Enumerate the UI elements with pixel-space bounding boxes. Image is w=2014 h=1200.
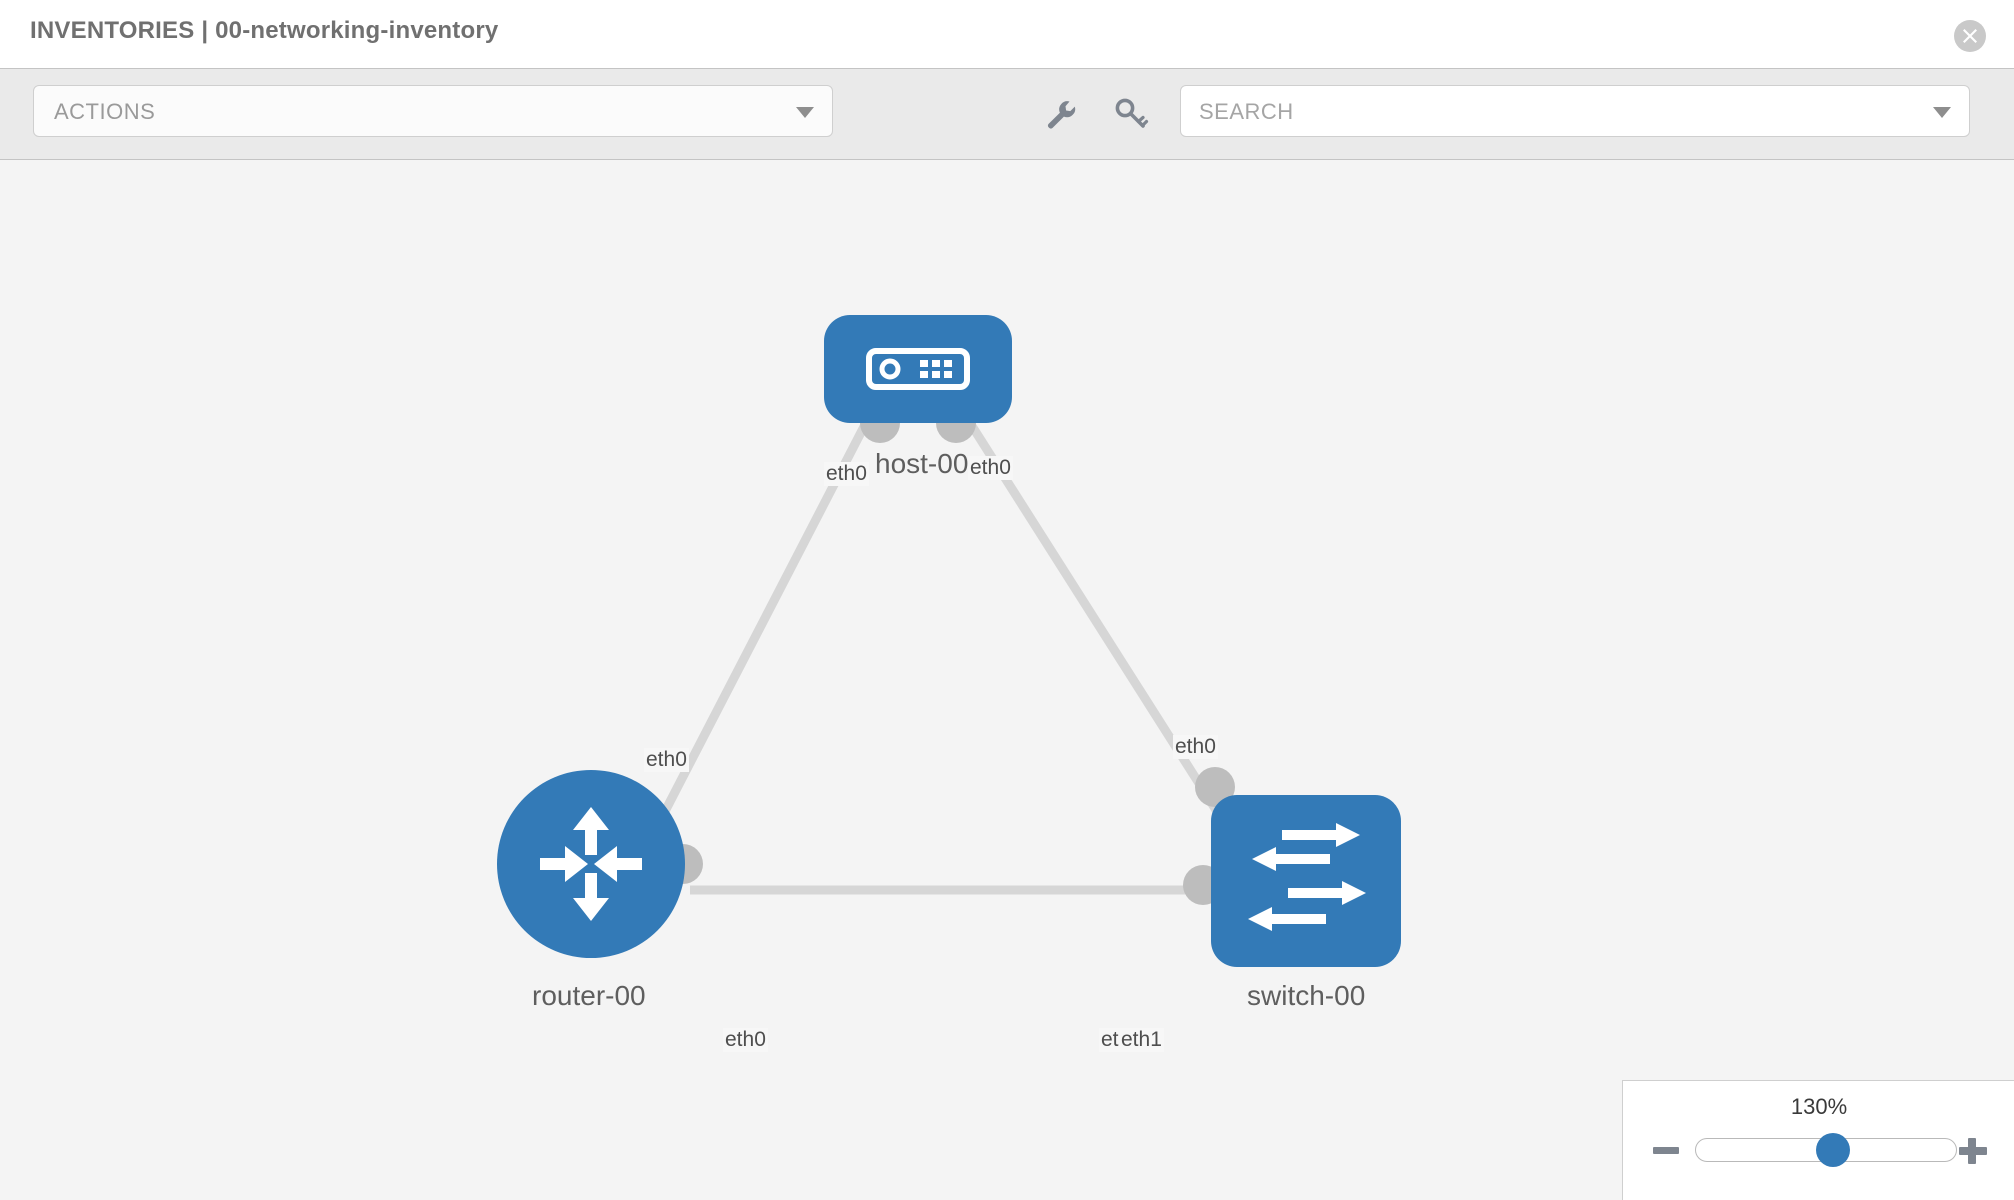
node-host-00[interactable]: [824, 315, 1012, 443]
chevron-down-icon: [796, 107, 814, 118]
node-switch-00-shape: [1211, 795, 1401, 967]
topology-links: [641, 412, 1239, 895]
key-icon[interactable]: [1110, 93, 1150, 133]
node-switch-00-label: switch-00: [1244, 980, 1369, 1012]
page-title: INVENTORIES | 00-networking-inventory: [30, 17, 499, 44]
iface-label-switch-00-top: eth0: [1173, 735, 1218, 759]
zoom-in-button[interactable]: [1958, 1135, 1988, 1165]
close-icon[interactable]: [1954, 20, 1986, 52]
zoom-control-panel: 130%: [1622, 1080, 2014, 1200]
node-host-00-label: host-00: [872, 448, 972, 480]
iface-label-router-00-right: eth0: [723, 1028, 768, 1052]
iface-label-host-00-left: eth0: [824, 462, 869, 486]
zoom-level-value: 130%: [1790, 1094, 1848, 1119]
link-host00-switch00: [961, 412, 1239, 843]
iface-label-router-00-top: eth0: [644, 748, 689, 772]
window-header: INVENTORIES | 00-networking-inventory: [0, 0, 2014, 68]
node-switch-00[interactable]: [1183, 767, 1401, 967]
router-arrows-icon: [540, 807, 642, 921]
server-icon: [866, 348, 970, 390]
node-router-00[interactable]: [497, 770, 703, 958]
switch-arrows-icon: [1248, 823, 1366, 931]
search-input[interactable]: SEARCH: [1180, 85, 1970, 137]
node-host-00-shape: [824, 315, 1012, 423]
topology-canvas[interactable]: host-00 router-: [0, 160, 2014, 1200]
iface-label-host-00-right: eth0: [968, 456, 1013, 480]
zoom-slider-thumb[interactable]: [1816, 1133, 1850, 1167]
link-host00-router00: [641, 412, 874, 853]
node-router-00-shape: [497, 770, 685, 958]
node-router-00-label: router-00: [529, 980, 649, 1012]
toolbar: ACTIONS SEARCH: [0, 68, 2014, 160]
actions-dropdown[interactable]: ACTIONS: [33, 85, 833, 137]
search-placeholder: SEARCH: [1199, 99, 1294, 124]
iface-label-switch-00-left-b: eth1: [1119, 1028, 1164, 1052]
chevron-down-icon: [1933, 107, 1951, 118]
zoom-out-button[interactable]: [1651, 1135, 1681, 1165]
wrench-icon[interactable]: [1040, 93, 1080, 133]
actions-dropdown-label: ACTIONS: [54, 99, 156, 124]
